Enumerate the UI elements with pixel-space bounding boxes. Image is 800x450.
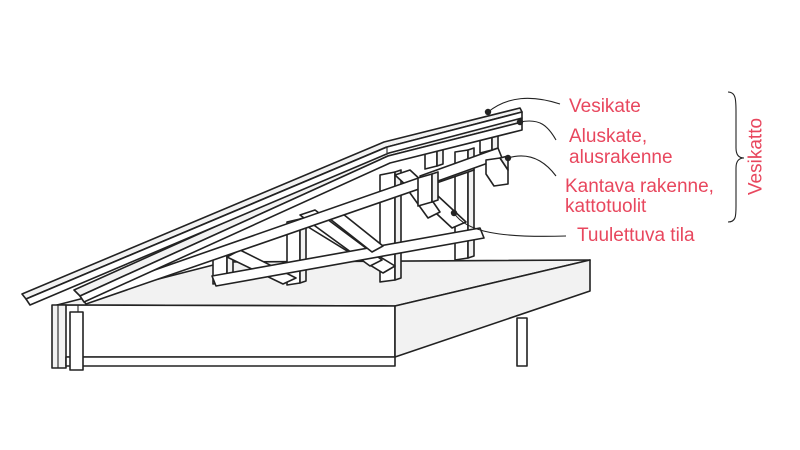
roofing-sheet [21, 107, 523, 306]
leader-vesikate [487, 97, 561, 113]
leader-dot [504, 154, 512, 162]
label-kantava-line1: Kantava rakenne, [565, 176, 714, 197]
wall-bottom-rail [65, 356, 396, 367]
truss-post [431, 171, 439, 203]
truss-post [417, 173, 433, 207]
left-corner-post [51, 304, 67, 369]
underlay-front-edge [79, 121, 523, 303]
ceiling-slab-front [56, 304, 396, 358]
label-kantava-line2: kattotuolit [565, 196, 647, 217]
leader-dot [516, 118, 524, 126]
label-tuulettuva-tila: Tuulettuva tila [577, 225, 695, 246]
building-body [51, 259, 591, 371]
leader-aluskate [519, 120, 557, 141]
ceiling-slab-side [394, 259, 591, 358]
label-aluskate-line2: alusrakenne [569, 147, 673, 168]
leader-kantava [507, 155, 557, 177]
leader-dot [484, 108, 492, 116]
group-brace [727, 91, 745, 223]
rear-post [516, 317, 528, 367]
label-aluskate-line1: Aluskate, [569, 126, 648, 147]
leader-dot [450, 209, 458, 217]
label-vesikate: Vesikate [569, 96, 641, 117]
truss-bottom-chord [211, 227, 485, 287]
label-vesikatto-group: Vesikatto [745, 117, 767, 196]
roof-trusses [79, 118, 509, 305]
leader-lines [450, 91, 745, 237]
leader-tuulettuva [453, 212, 567, 237]
inner-wall-post [69, 311, 84, 371]
